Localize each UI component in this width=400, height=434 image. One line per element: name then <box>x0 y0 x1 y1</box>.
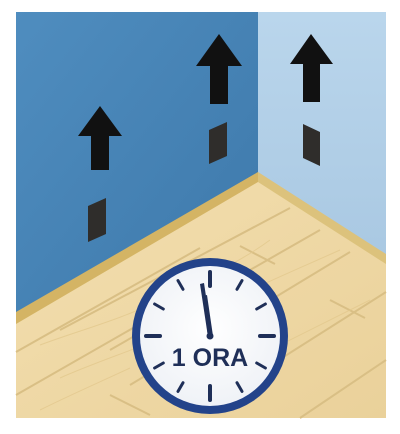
clock-label: 1 ORA <box>172 344 248 372</box>
clock-icon: 1 ORA <box>132 258 288 414</box>
